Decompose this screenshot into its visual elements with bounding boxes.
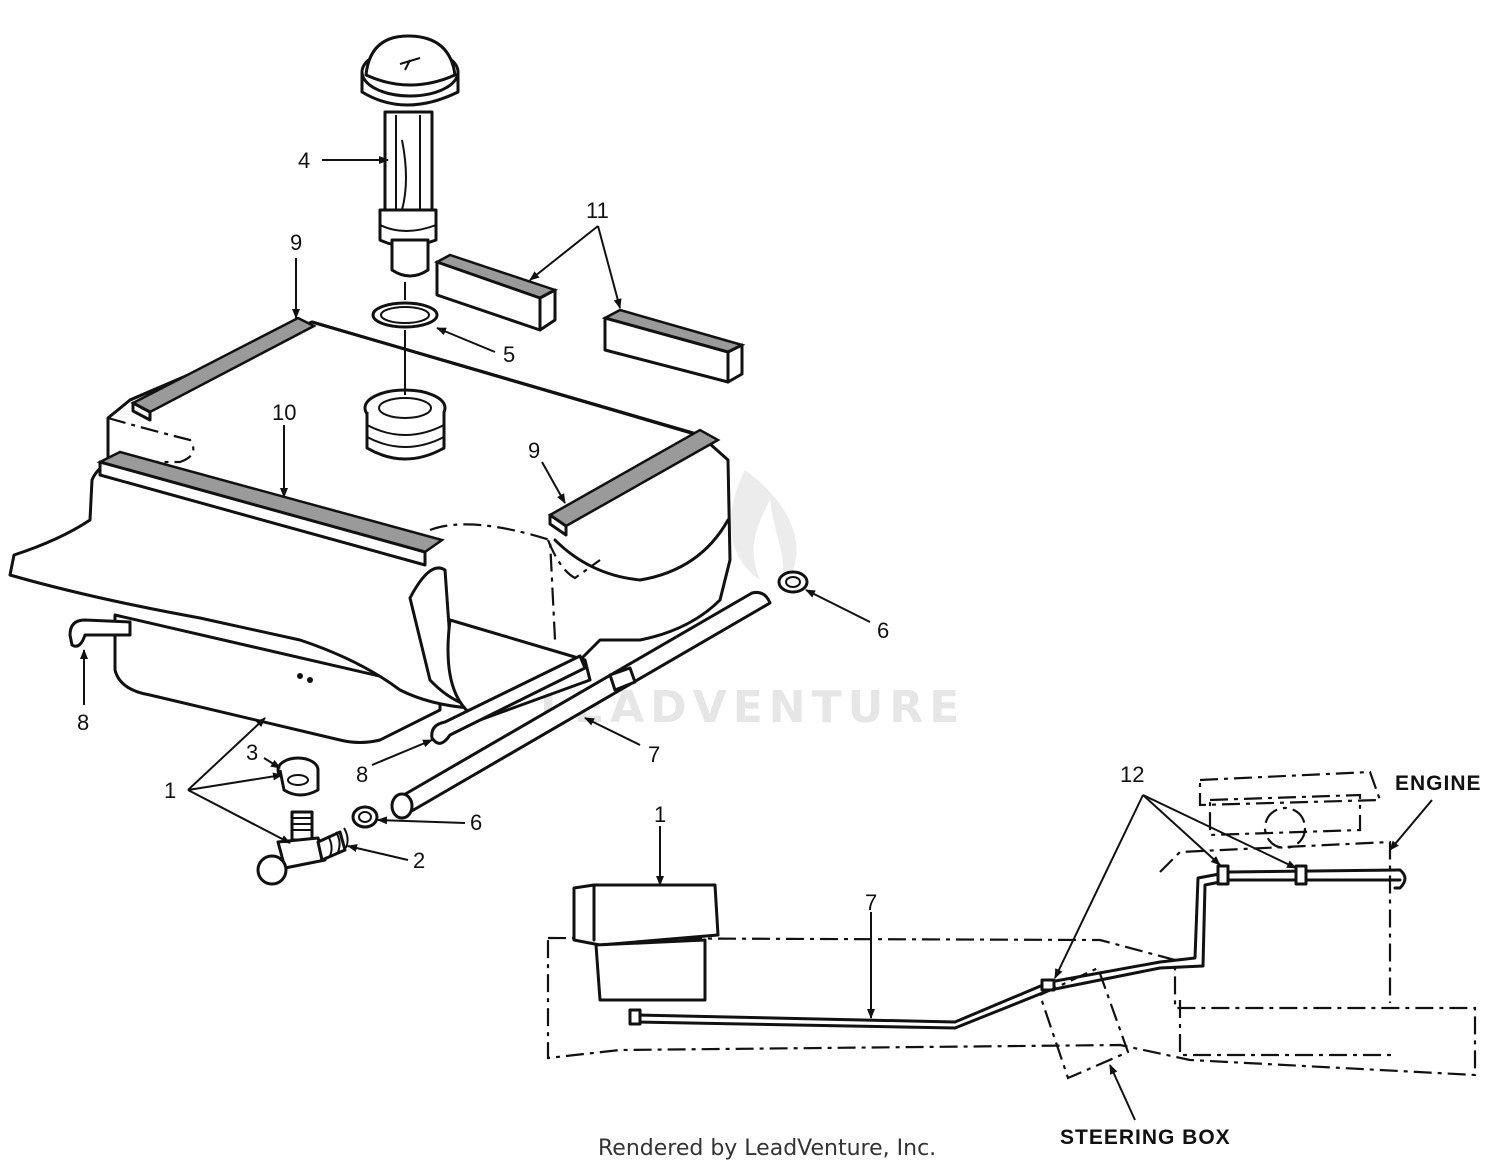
leader-lines [80,156,1433,1121]
bushing [276,756,320,797]
callout-9-right: 9 [528,438,540,463]
callouts: 4 11 9 5 10 9 6 8 7 3 8 1 6 2 1 7 12 ENG… [77,148,1482,1149]
callout-6-top: 6 [877,618,889,643]
callout-9-left: 9 [290,230,302,255]
callout-12: 12 [1120,762,1144,787]
shutoff-valve [256,810,349,886]
callout-8-left: 8 [77,710,89,735]
callout-7-schematic: 7 [865,890,877,915]
callout-2: 2 [413,848,425,873]
fuel-cap-gauge [360,34,460,278]
callout-3: 3 [246,740,258,765]
steering-box [1038,966,1130,1080]
callout-10: 10 [272,400,296,425]
spare-pad-1 [433,253,559,332]
o-ring [371,282,439,395]
callout-4: 4 [298,148,310,173]
tractor-frame [546,770,1477,1077]
hose-clip-left [68,618,132,648]
callout-1-schematic: 1 [654,802,666,827]
callout-5: 5 [503,342,515,367]
steering-box-label: STEERING BOX [1060,1126,1231,1149]
tank-pad-right [547,428,721,537]
schematic-tank [572,883,720,1002]
footer-credit: Rendered by LeadVenture, Inc. [598,1136,937,1161]
tank-pad-front [96,450,445,567]
engine-label: ENGINE [1395,772,1482,795]
callout-8-right: 8 [356,762,368,787]
hose-clip-right [430,654,587,745]
callout-6-bottom: 6 [470,810,482,835]
fuel-tank [8,320,732,744]
callout-7-top: 7 [648,742,660,767]
tank-pad-left [130,316,317,422]
callout-1-valve: 1 [164,778,176,803]
schematic-fuel-line [628,864,1407,1030]
callout-11: 11 [586,198,609,223]
spare-pad-2 [601,308,746,384]
fuel-line [351,570,809,829]
